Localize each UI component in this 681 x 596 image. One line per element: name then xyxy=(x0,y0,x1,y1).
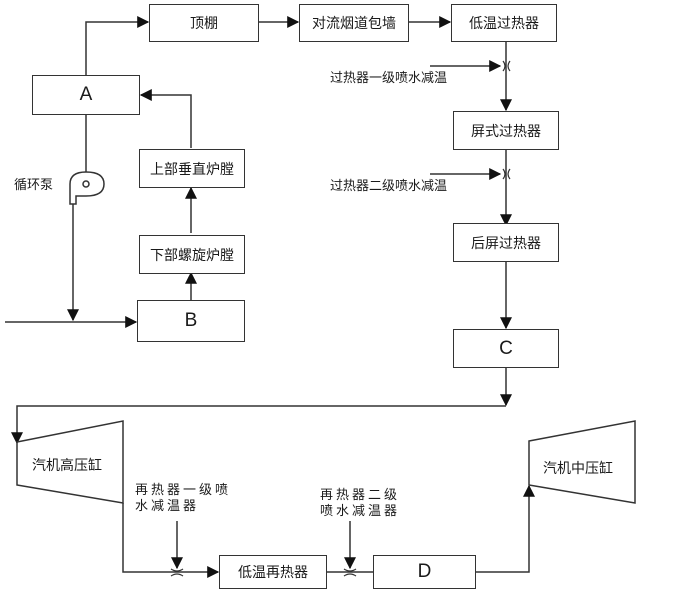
flow-hp-to-reheater xyxy=(122,503,220,578)
flow-top-to-hp xyxy=(10,405,506,445)
box-c-label: C xyxy=(499,337,513,359)
sh-spray-2-nozzle-icon xyxy=(502,168,511,180)
hp-turbine-label: 汽机高压缸 xyxy=(32,458,102,474)
box-c: C xyxy=(453,329,559,368)
pump-label: 循环泵 xyxy=(14,178,54,193)
box-d-label: D xyxy=(417,561,432,582)
hp-turbine-shape xyxy=(16,420,124,504)
box-d: D xyxy=(373,555,476,589)
rh-spray-2-label-line2: 喷水减温器 xyxy=(320,504,401,519)
ip-turbine-shape xyxy=(528,420,636,504)
box-lower-spiral-furnace-label: 下部螺旋炉膛 xyxy=(150,247,234,264)
flow-d-to-ip xyxy=(475,484,535,573)
box-low-temp-superheater-label: 低温过热器 xyxy=(469,16,539,32)
box-a-label: A xyxy=(79,84,93,105)
box-platen-superheater: 屏式过热器 xyxy=(453,111,559,150)
box-convection-flue-wall: 对流烟道包墙 xyxy=(299,4,409,42)
pump-icon xyxy=(69,171,105,205)
rh-spray-1-label-line2: 水减温器 xyxy=(135,499,200,514)
box-b-label: B xyxy=(184,310,198,331)
pump-eye-icon xyxy=(82,180,90,188)
box-a: A xyxy=(32,75,140,115)
box-low-temp-reheater-label: 低温再热器 xyxy=(238,565,308,581)
box-top-ceiling-label: 顶棚 xyxy=(190,16,218,32)
sh-spray-2-label: 过热器二级喷水减温 xyxy=(330,179,448,194)
box-rear-platen-superheater: 后屏过热器 xyxy=(453,223,559,262)
box-top-ceiling: 顶棚 xyxy=(149,4,259,42)
sh-spray-1-label: 过热器一级喷水减温 xyxy=(330,71,448,86)
box-upper-vertical-furnace: 上部垂直炉膛 xyxy=(139,149,245,188)
box-rear-platen-superheater-label: 后屏过热器 xyxy=(471,235,541,252)
rh-spray-2-nozzle-icon xyxy=(343,568,357,577)
ip-turbine-label: 汽机中压缸 xyxy=(543,461,613,477)
rh-spray-1-label-line1: 再热器一级喷 xyxy=(135,483,232,498)
flow-upper-to-a xyxy=(139,89,192,148)
rh-spray-1-nozzle-icon xyxy=(170,568,184,577)
box-lower-spiral-furnace: 下部螺旋炉膛 xyxy=(139,235,245,274)
box-b: B xyxy=(137,300,245,342)
flow-a-to-ceiling xyxy=(85,16,150,75)
box-convection-flue-wall-label: 对流烟道包墙 xyxy=(312,16,396,32)
sh-spray-1-nozzle-icon xyxy=(502,60,511,72)
rh-spray-2-label-line1: 再热器二级 xyxy=(320,488,401,503)
box-platen-superheater-label: 屏式过热器 xyxy=(471,123,541,140)
box-low-temp-reheater: 低温再热器 xyxy=(219,555,327,589)
box-upper-vertical-furnace-label: 上部垂直炉膛 xyxy=(150,161,234,178)
box-low-temp-superheater: 低温过热器 xyxy=(451,4,557,42)
